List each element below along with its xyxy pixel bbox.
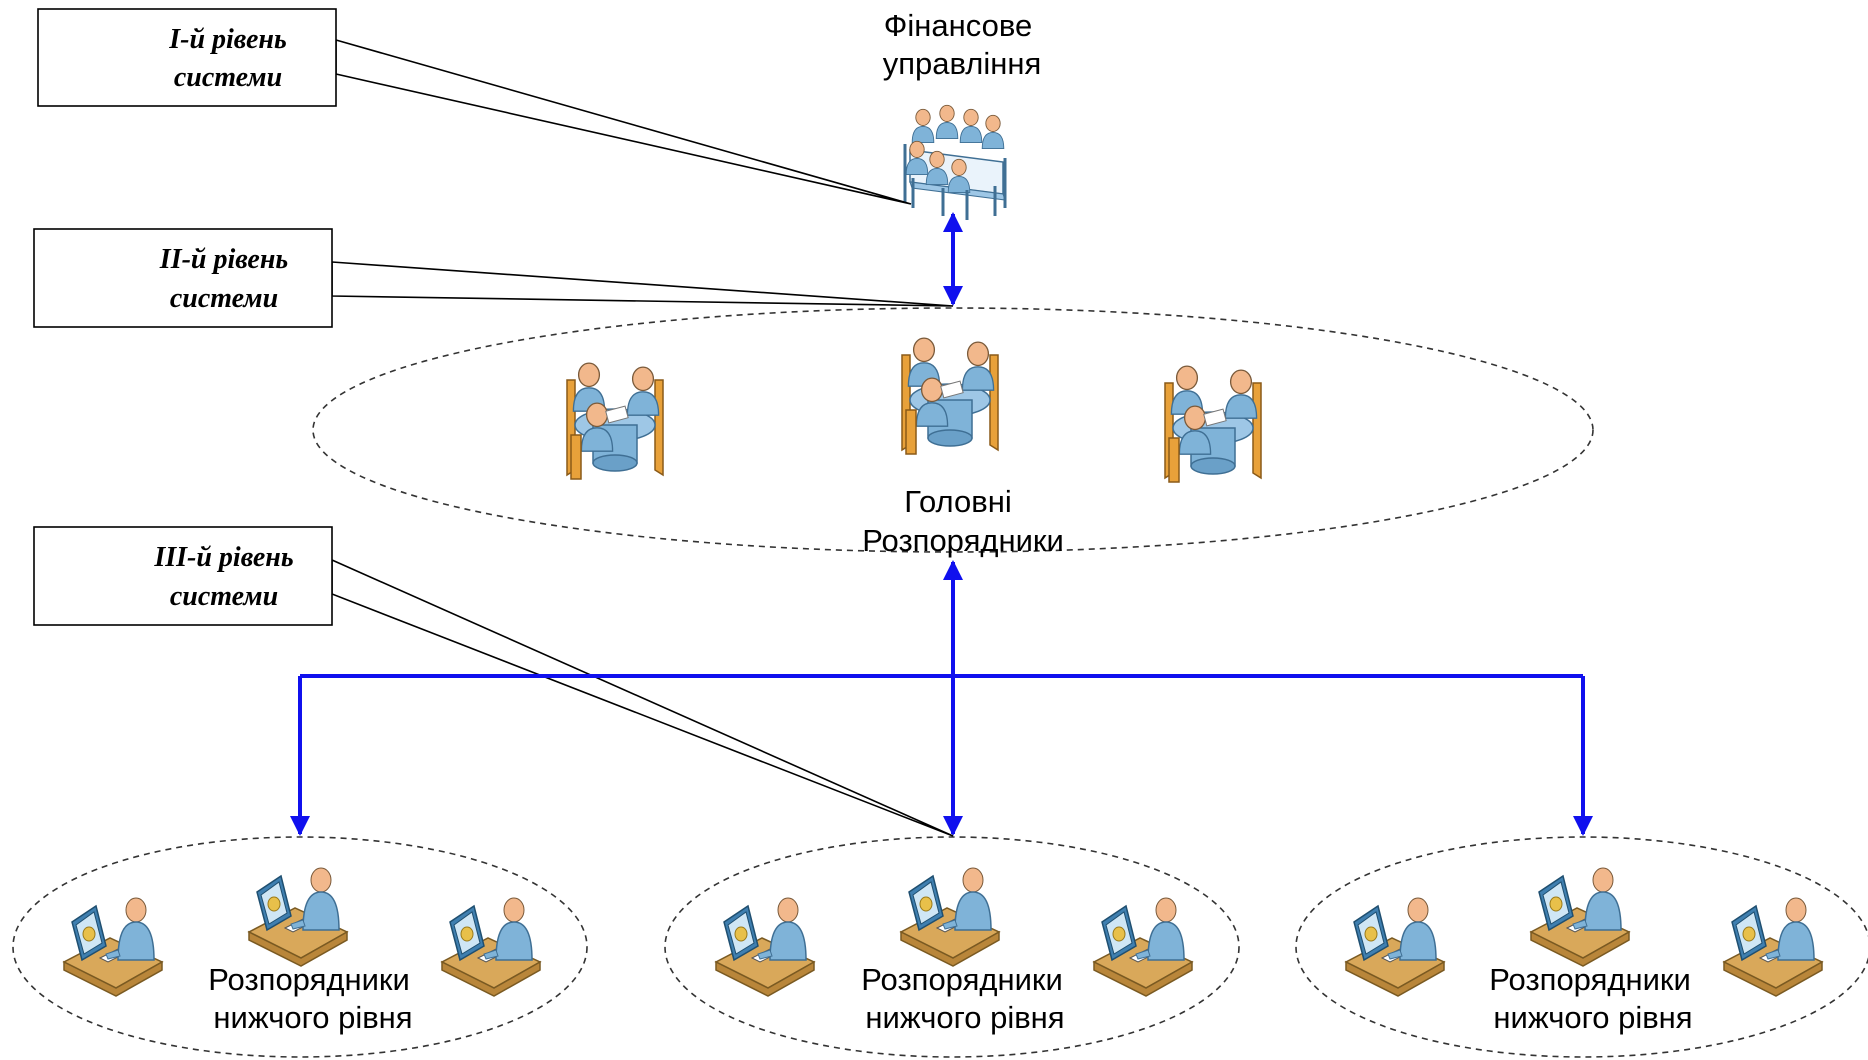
level-3-callout-pointer xyxy=(331,558,954,837)
workstation-user-icon xyxy=(248,867,348,967)
lower-group-ellipse-center xyxy=(664,836,1240,1058)
level-3-callout xyxy=(33,526,333,626)
workstation-user-icon xyxy=(715,897,815,997)
workstation-user-icon xyxy=(441,897,541,997)
lower-group-left-label-line2: нижчого рівня xyxy=(213,1000,412,1035)
top-node-label-line2: управління xyxy=(883,46,1042,81)
lower-group-right-label-line2: нижчого рівня xyxy=(1493,1000,1692,1035)
main-group-label-line1: Головні xyxy=(904,484,1011,519)
lower-group-center-label-line2: нижчого рівня xyxy=(865,1000,1064,1035)
level-3-label-line1: ІІІ-й рівень xyxy=(153,542,293,573)
main-group-ellipse xyxy=(312,307,1594,553)
workstation-user-icon xyxy=(63,897,163,997)
level-2-label-line1: ІІ-й рівень xyxy=(159,244,288,275)
workstation-user-icon xyxy=(1345,897,1445,997)
lower-group-left-label-line1: Розпорядники xyxy=(208,962,410,997)
top-node-label-line1: Фінансове xyxy=(884,8,1032,43)
level-1-label-line2: системи xyxy=(174,62,282,93)
workstation-user-icon xyxy=(1723,897,1823,997)
lower-group-ellipse-right xyxy=(1295,836,1868,1058)
level-2-callout xyxy=(33,228,333,328)
level-1-callout xyxy=(37,8,337,107)
level-2-label-line2: системи xyxy=(170,283,278,314)
level-3-label-line2: системи xyxy=(170,581,278,612)
main-group-label-line2: Розпорядники xyxy=(862,523,1064,558)
workstation-user-icon xyxy=(1093,897,1193,997)
workstation-user-icon xyxy=(1530,867,1630,967)
lower-group-ellipse-left xyxy=(12,836,588,1058)
lower-group-center-label-line1: Розпорядники xyxy=(861,962,1063,997)
level-2-callout-pointer xyxy=(331,261,954,307)
meeting-table-icon xyxy=(567,363,663,479)
meeting-table-icon xyxy=(902,338,998,454)
lower-group-right-label-line1: Розпорядники xyxy=(1489,962,1691,997)
meeting-table-icon xyxy=(1165,366,1261,482)
level-1-callout-pointer xyxy=(335,38,912,205)
workstation-user-icon xyxy=(900,867,1000,967)
board-meeting-icon xyxy=(903,104,1007,220)
level-1-label-line1: І-й рівень xyxy=(168,24,287,55)
